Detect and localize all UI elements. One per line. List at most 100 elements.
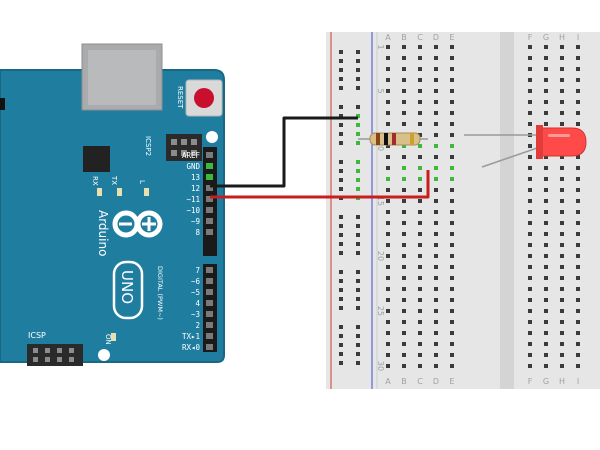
breadboard-hole: [450, 320, 454, 324]
breadboard-hole: [528, 188, 532, 192]
breadboard-row-label: 20: [376, 251, 385, 261]
breadboard-row-label: 25: [376, 306, 385, 316]
breadboard-row-label: 15: [376, 196, 385, 206]
led-body: [539, 127, 587, 157]
breadboard-hole: [450, 221, 454, 225]
breadboard-hole: [450, 67, 454, 71]
breadboard-hole: [418, 133, 422, 137]
breadboard-hole: [418, 144, 422, 148]
breadboard-row-label: 5: [376, 88, 385, 93]
breadboard-hole: [544, 111, 548, 115]
breadboard-hole: [339, 224, 343, 228]
breadboard-hole: [560, 276, 564, 280]
breadboard-hole: [434, 353, 438, 357]
led-flange: [536, 125, 543, 159]
pin-hole: [206, 152, 213, 158]
breadboard-hole: [339, 141, 343, 145]
breadboard-hole: [576, 320, 580, 324]
breadboard-hole: [528, 111, 532, 115]
breadboard-hole: [339, 86, 343, 90]
breadboard-hole: [544, 320, 548, 324]
breadboard-hole: [576, 243, 580, 247]
breadboard-hole: [386, 221, 390, 225]
breadboard-hole: [528, 276, 532, 280]
breadboard-row-label: 1: [376, 44, 385, 49]
breadboard-hole: [528, 353, 532, 357]
breadboard-hole: [528, 232, 532, 236]
pin-hole: [206, 229, 213, 235]
breadboard-hole: [356, 141, 360, 145]
wires: [210, 116, 430, 199]
breadboard-hole: [356, 59, 360, 63]
breadboard-hole: [450, 243, 454, 247]
breadboard-hole: [356, 251, 360, 255]
breadboard-hole: [560, 309, 564, 313]
breadboard-hole: [418, 309, 422, 313]
breadboard-hole: [356, 224, 360, 228]
breadboard-hole: [528, 89, 532, 93]
breadboard-hole: [560, 265, 564, 269]
breadboard-column-label: E: [449, 33, 454, 42]
breadboard-hole: [386, 45, 390, 49]
breadboard-hole: [418, 232, 422, 236]
pin-label: 13: [191, 173, 200, 182]
pin-hole: [206, 300, 213, 306]
icsp-pins: [33, 348, 74, 362]
led: [464, 125, 587, 168]
pin-label: 7: [195, 266, 200, 275]
model-label: UNO: [118, 270, 136, 304]
breadboard-hole: [560, 243, 564, 247]
breadboard-hole: [450, 364, 454, 368]
breadboard-hole: [386, 243, 390, 247]
breadboard-hole: [450, 122, 454, 126]
breadboard-hole: [576, 177, 580, 181]
breadboard-hole: [434, 100, 438, 104]
breadboard-hole: [418, 155, 422, 159]
breadboard-hole: [434, 78, 438, 82]
breadboard-hole: [528, 364, 532, 368]
breadboard-hole: [576, 188, 580, 192]
breadboard-hole: [434, 56, 438, 60]
breadboard-hole: [356, 86, 360, 90]
breadboard-hole: [544, 89, 548, 93]
breadboard-hole: [560, 298, 564, 302]
breadboard-hole: [528, 45, 532, 49]
breadboard-hole: [528, 331, 532, 335]
breadboard-hole: [560, 331, 564, 335]
mounting-hole: [206, 131, 218, 143]
breadboard-hole: [386, 276, 390, 280]
breadboard-hole: [356, 279, 360, 283]
breadboard-column-label: A: [385, 377, 391, 386]
breadboard-hole: [339, 178, 343, 182]
breadboard-hole: [356, 215, 360, 219]
breadboard-hole: [560, 188, 564, 192]
breadboard-hole: [339, 343, 343, 347]
pin-label: 12: [191, 184, 200, 193]
breadboard-center-channel: [500, 32, 514, 389]
breadboard-hole: [560, 166, 564, 170]
breadboard-hole: [386, 111, 390, 115]
l-led: [144, 188, 149, 196]
breadboard-hole: [450, 353, 454, 357]
breadboard-hole: [544, 188, 548, 192]
breadboard-hole: [356, 77, 360, 81]
breadboard-hole: [560, 122, 564, 126]
breadboard-hole: [386, 155, 390, 159]
pin-hole: [206, 344, 213, 350]
icsp2-pins: [171, 139, 197, 156]
breadboard-hole: [576, 331, 580, 335]
breadboard-hole: [402, 309, 406, 313]
pin-label: TX▸1: [182, 332, 200, 341]
breadboard-hole: [339, 114, 343, 118]
breadboard-hole: [560, 155, 564, 159]
breadboard-hole: [560, 89, 564, 93]
reset-button-cap: [194, 88, 214, 108]
breadboard-hole: [386, 89, 390, 93]
pin-hole: [206, 218, 213, 224]
breadboard-hole: [528, 265, 532, 269]
breadboard-column-label: C: [417, 33, 423, 42]
pin-label: RX◂0: [182, 343, 201, 352]
breadboard-hole: [434, 298, 438, 302]
breadboard-hole: [544, 166, 548, 170]
breadboard-hole: [576, 199, 580, 203]
